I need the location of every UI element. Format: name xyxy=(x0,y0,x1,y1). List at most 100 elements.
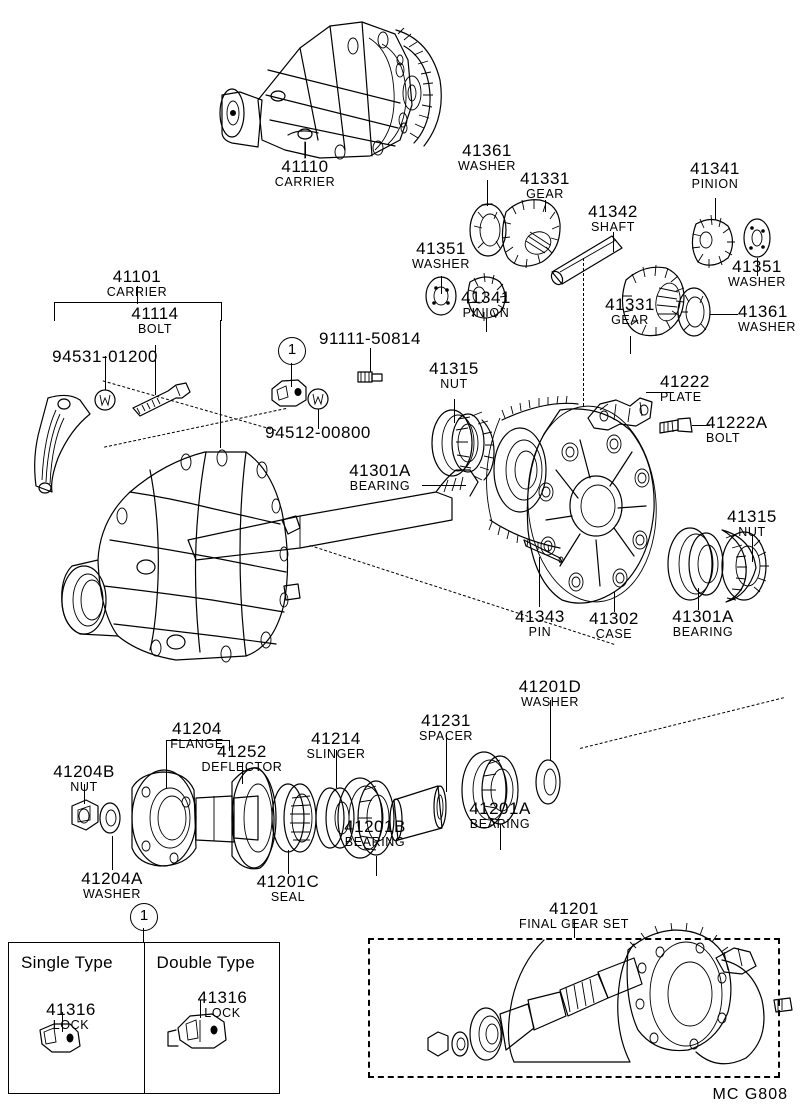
callout-41361-upper: 41361 WASHER xyxy=(437,142,537,173)
callout-41301a-right: 41301A BEARING xyxy=(648,608,758,639)
callout-41110: 41110 CARRIER xyxy=(255,158,355,189)
leader-41316-double xyxy=(200,1000,201,1018)
callout-41331-upper-num: 41331 xyxy=(520,169,570,188)
callout-41361-upper-name: WASHER xyxy=(457,159,516,173)
art-shaft-41342 xyxy=(550,235,623,286)
callout-41301a-left-name: BEARING xyxy=(349,479,411,493)
leader-41201a xyxy=(500,824,501,850)
callout-41351-right-name: WASHER xyxy=(727,275,786,289)
art-differential-case-41302 xyxy=(486,395,657,604)
callout-41204b-num: 41204B xyxy=(53,762,115,781)
callout-41201-num: 41201 xyxy=(549,899,599,918)
art-flange-41204 xyxy=(131,769,235,867)
callout-41343-name: PIN xyxy=(528,625,552,639)
callout-94531: 94531-01200 xyxy=(45,348,165,365)
table-header-single-type: Single Type xyxy=(21,953,113,972)
leader-41315-left xyxy=(454,399,455,423)
leader-41222 xyxy=(646,392,674,393)
callout-41361-lower-name: WASHER xyxy=(738,320,797,334)
art-bolt-91111 xyxy=(357,371,383,383)
callout-41341-right-num: 41341 xyxy=(690,159,740,178)
leader-41351-left xyxy=(441,276,442,294)
callout-41331-lower-real: 41331 GEAR xyxy=(580,296,680,327)
callout-41214-num: 41214 xyxy=(311,729,361,748)
dashed-leader-to-lower-2 xyxy=(580,697,785,749)
callout-41101-name: CARRIER xyxy=(106,285,168,299)
art-washer-symbol-94531 xyxy=(94,389,116,411)
callout-41341-right-name: PINION xyxy=(691,177,739,191)
callout-41204b: 41204B NUT xyxy=(34,763,134,794)
art-seal-41201c xyxy=(271,783,317,853)
dashed-leader-shaft-vertical xyxy=(583,258,584,406)
callout-41351-right: 41351 WASHER xyxy=(707,258,800,289)
diagram-watermark: MC G808 xyxy=(712,1086,788,1103)
callout-41222-num: 41222 xyxy=(660,372,710,391)
callout-41301a-left-num: 41301A xyxy=(349,461,411,480)
leader-94531 xyxy=(105,356,106,390)
callout-41222a-name: BOLT xyxy=(706,431,741,445)
art-washer-41351-right xyxy=(743,218,771,258)
callout-41351-left-name: WASHER xyxy=(411,257,470,271)
callout-41343-num: 41343 xyxy=(515,607,565,626)
art-right-bearing-nut xyxy=(667,527,769,603)
leader-41315-right xyxy=(752,536,753,562)
callout-41342-num: 41342 xyxy=(588,202,638,221)
leader-41101-down xyxy=(220,320,221,448)
callout-41341-left: 41341 PINION xyxy=(436,289,536,320)
callout-41341-right: 41341 PINION xyxy=(665,160,765,191)
callout-41316-single-name: LOCK xyxy=(52,1018,90,1032)
callout-41222-name: PLATE xyxy=(660,390,702,404)
callout-41101-num: 41101 xyxy=(112,267,162,286)
leader-41331-upper xyxy=(545,200,546,212)
callout-41201c-name: SEAL xyxy=(270,890,306,904)
art-lock-plate-index1 xyxy=(271,379,307,407)
leader-91111 xyxy=(370,348,371,372)
callout-41302-num: 41302 xyxy=(589,609,639,628)
art-bearing-cap xyxy=(34,394,91,494)
callout-41101: 41101 CARRIER xyxy=(87,268,187,299)
callout-41315-left: 41315 NUT xyxy=(404,360,504,391)
table-header-double-type: Double Type xyxy=(156,953,255,972)
callout-41361-upper-num: 41361 xyxy=(462,141,512,160)
callout-41204b-name: NUT xyxy=(70,780,98,794)
callout-41222a: 41222A BOLT xyxy=(706,414,800,445)
index-marker-table: 1 xyxy=(130,903,158,931)
callout-41214: 41214 SLINGER xyxy=(286,730,386,761)
callout-41201c: 41201C SEAL xyxy=(238,873,338,904)
callout-41301a-right-name: BEARING xyxy=(672,625,734,639)
leader-41204a xyxy=(112,836,113,870)
callout-41315-right-name: NUT xyxy=(738,525,766,539)
leader-41301a-right xyxy=(698,588,699,610)
art-washer-41361-lower xyxy=(677,287,711,337)
leader-94512 xyxy=(318,409,319,429)
callout-41110-num: 41110 xyxy=(281,157,329,176)
leader-41252 xyxy=(242,762,243,784)
table-cell-single-type: Single Type 41316 LOCK xyxy=(9,943,145,1093)
art-bolt-41114 xyxy=(132,382,191,417)
callout-41201c-num: 41201C xyxy=(256,872,320,891)
leader-41110 xyxy=(305,142,306,158)
callout-41201a-num: 41201A xyxy=(469,799,531,818)
final-gear-set-box xyxy=(368,938,780,1078)
callout-41204: 41204 FLANGE xyxy=(147,720,247,751)
callout-41114-name: BOLT xyxy=(137,322,173,336)
art-nut-41204b xyxy=(71,799,99,831)
leader-41341-right xyxy=(715,198,716,220)
leader-41101 xyxy=(137,286,138,304)
art-gear-41331-upper xyxy=(501,199,561,269)
leader-41222a xyxy=(692,425,710,426)
art-carrier-housing-41101 xyxy=(61,449,301,663)
callout-41302-name: CASE xyxy=(595,627,633,641)
callout-41201d-num: 41201D xyxy=(518,677,582,696)
callout-41201-name: FINAL GEAR SET xyxy=(518,917,630,931)
callout-41316-double-num: 41316 xyxy=(197,988,248,1007)
leader-41361-upper xyxy=(487,180,488,206)
callout-91111-num: 91111-50814 xyxy=(319,329,421,348)
callout-41343: 41343 PIN xyxy=(490,608,590,639)
leader-41231 xyxy=(446,734,447,792)
callout-41302: 41302 CASE xyxy=(564,610,664,641)
callout-41222: 41222 PLATE xyxy=(660,373,760,404)
art-washer-symbol-94512 xyxy=(307,388,329,410)
callout-41201b-num: 41201B xyxy=(344,817,406,836)
callout-41201b-name: BEARING xyxy=(344,835,406,849)
